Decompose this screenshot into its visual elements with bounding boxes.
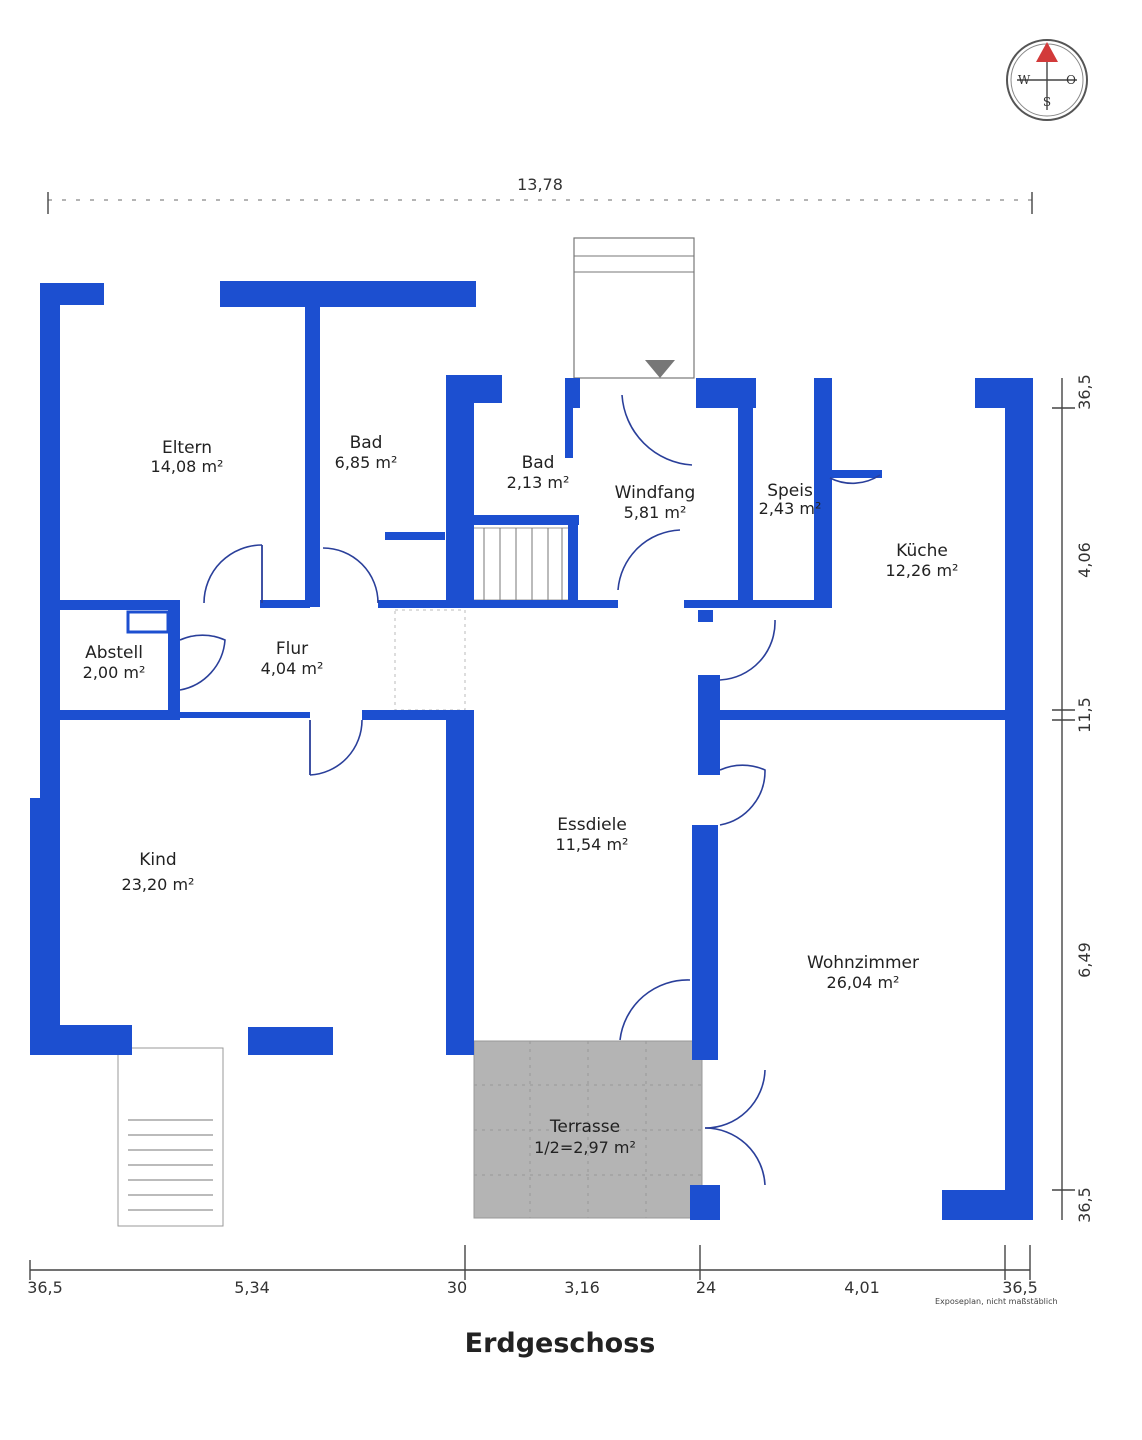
room-flur-name: Flur bbox=[276, 639, 308, 659]
room-bad1-name: Bad bbox=[350, 433, 383, 453]
floor-title: Erdgeschoss bbox=[465, 1328, 656, 1359]
dimension-bottom-3: 3,16 bbox=[564, 1278, 600, 1297]
garden-steps bbox=[117, 1047, 224, 1227]
compass-east: O bbox=[1066, 73, 1076, 87]
room-kind-area: 23,20 m² bbox=[122, 875, 195, 894]
right-dimension: 36,5 4,06 11,5 6,49 36,5 bbox=[1052, 374, 1094, 1223]
room-speis-area: 2,43 m² bbox=[759, 499, 822, 518]
dimension-right-3: 6,49 bbox=[1075, 942, 1094, 978]
walls bbox=[30, 281, 1033, 1220]
dimension-bottom-2: 30 bbox=[447, 1278, 467, 1297]
room-wohnzimmer-area: 26,04 m² bbox=[827, 973, 900, 992]
room-windfang-area: 5,81 m² bbox=[624, 503, 687, 522]
dimension-bottom-1: 5,34 bbox=[234, 1278, 270, 1297]
dimension-bottom-6: 36,5 bbox=[1002, 1278, 1038, 1297]
dimension-right-1: 4,06 bbox=[1075, 542, 1094, 578]
room-bad2-name: Bad bbox=[522, 453, 555, 473]
room-bad1-area: 6,85 m² bbox=[335, 453, 398, 472]
room-abstell-area: 2,00 m² bbox=[83, 663, 146, 682]
room-windfang-name: Windfang bbox=[615, 483, 696, 503]
interior-stair bbox=[394, 527, 576, 711]
compass-icon: W O S bbox=[1006, 39, 1088, 121]
room-labels: Eltern 14,08 m² Bad 6,85 m² Bad 2,13 m² … bbox=[83, 433, 959, 1157]
room-bad2-area: 2,13 m² bbox=[507, 473, 570, 492]
bottom-dimension: 36,5 5,34 30 3,16 24 4,01 36,5 Exposepla… bbox=[27, 1245, 1058, 1306]
room-eltern-area: 14,08 m² bbox=[151, 457, 224, 476]
room-essdiele-name: Essdiele bbox=[557, 815, 627, 835]
scale-note: Exposeplan, nicht maßstäblich bbox=[935, 1297, 1058, 1306]
top-dimension: 13,78 bbox=[47, 175, 1033, 214]
room-essdiele-area: 11,54 m² bbox=[556, 835, 629, 854]
dimension-right-2: 11,5 bbox=[1075, 697, 1094, 733]
room-abstell-name: Abstell bbox=[85, 643, 143, 663]
room-kueche-area: 12,26 m² bbox=[886, 561, 959, 580]
compass-west: W bbox=[1018, 73, 1031, 87]
room-eltern-name: Eltern bbox=[162, 438, 212, 458]
doors bbox=[179, 394, 881, 1186]
dimension-right-4: 36,5 bbox=[1075, 1187, 1094, 1223]
room-terrasse-name: Terrasse bbox=[549, 1117, 620, 1137]
room-flur-area: 4,04 m² bbox=[261, 659, 324, 678]
room-kind-name: Kind bbox=[139, 850, 176, 870]
dimension-bottom-5: 4,01 bbox=[844, 1278, 880, 1297]
room-speis-name: Speis bbox=[767, 481, 813, 501]
room-terrasse-area: 1/2=2,97 m² bbox=[534, 1138, 636, 1157]
entrance-steps bbox=[573, 237, 695, 379]
dimension-bottom-4: 24 bbox=[696, 1278, 716, 1297]
room-wohnzimmer-name: Wohnzimmer bbox=[807, 953, 919, 973]
dimension-top-label: 13,78 bbox=[517, 175, 563, 194]
dimension-right-0: 36,5 bbox=[1075, 374, 1094, 410]
room-kueche-name: Küche bbox=[896, 541, 948, 561]
compass-south: S bbox=[1043, 95, 1051, 109]
dimension-bottom-0: 36,5 bbox=[27, 1278, 63, 1297]
